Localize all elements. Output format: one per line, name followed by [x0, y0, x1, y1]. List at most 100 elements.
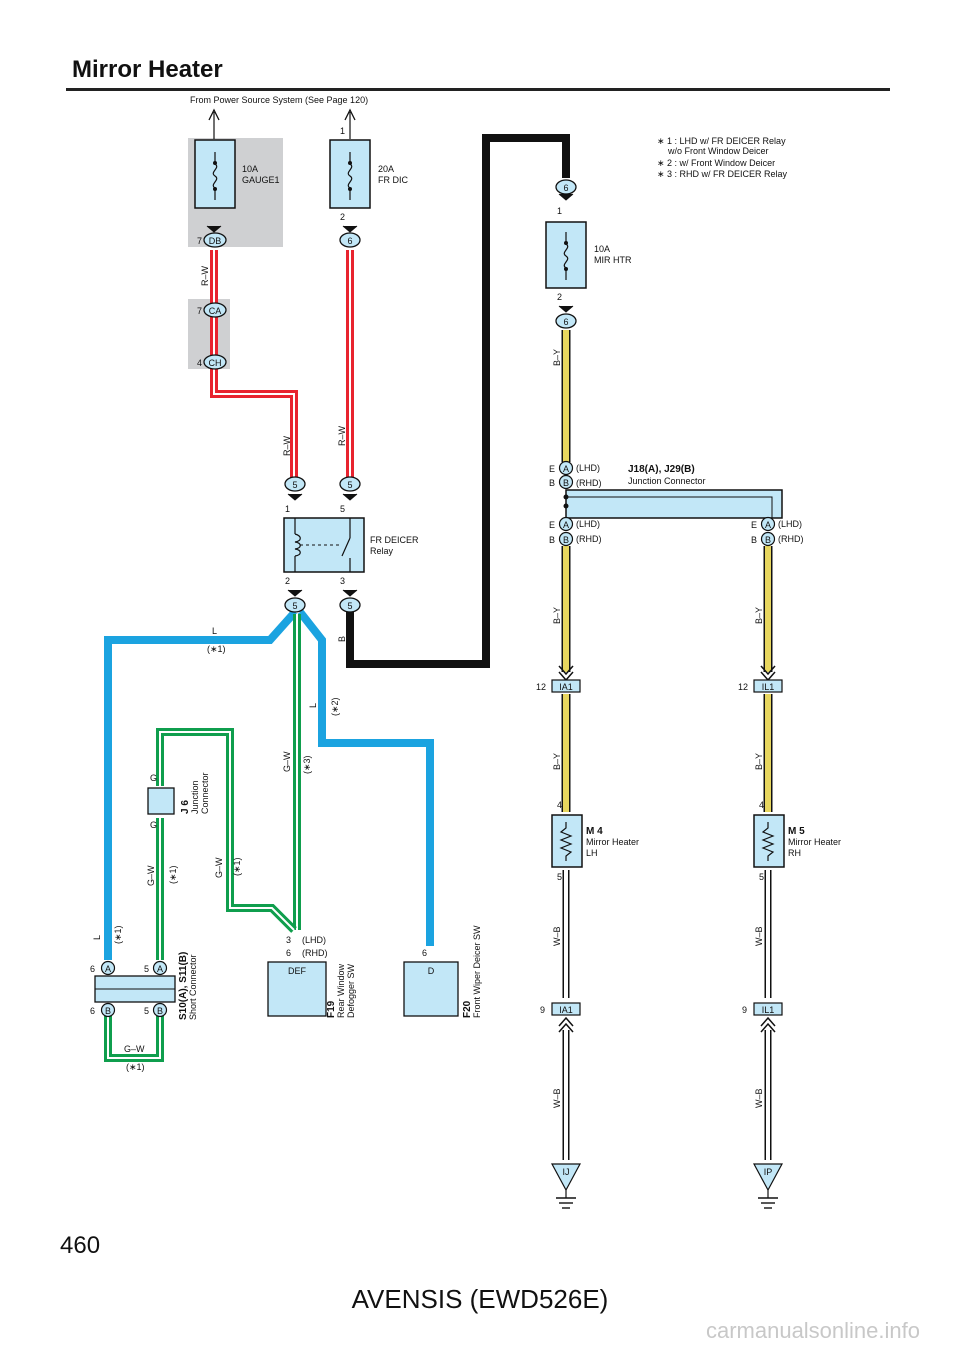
- variant-n2: (∗2): [330, 697, 340, 716]
- pin-ch-4: 4: [197, 358, 202, 368]
- s10-right-a: [152, 960, 168, 976]
- pin-m5-5: 5: [759, 872, 764, 882]
- wire-label-rw-2: R–W: [282, 435, 292, 456]
- wire-label-wb-1: W–B: [552, 926, 562, 946]
- s10-left-b: [100, 1002, 116, 1018]
- jc-left-pin-b: B: [549, 535, 555, 545]
- wire-label-gw-s10: G–W: [146, 865, 156, 886]
- f20-terminal: D: [428, 966, 435, 976]
- connector-ca-label: CA: [209, 306, 222, 316]
- connector-relay-top-right: [339, 476, 361, 501]
- junction-connector-code: J18(A), J29(B): [628, 464, 695, 475]
- fuse-frdic-amp: 20A: [378, 164, 394, 174]
- jc-top-pin-b: B: [549, 478, 555, 488]
- jc-right-b-label: B: [765, 535, 771, 545]
- fuse-gauge-name: GAUGE1: [242, 175, 280, 185]
- front-wiper-deicer-sw: [403, 961, 459, 1017]
- f19-lhd: (LHD): [302, 935, 326, 945]
- note-2: ∗ 2 : w/ Front Window Deicer: [657, 158, 775, 168]
- connector-relay-bottom-right-label: 5: [347, 601, 352, 611]
- pin-frdic-2: 2: [340, 212, 345, 222]
- s10-code: S10(A), S11(B): [178, 952, 189, 1020]
- s10-left-b-label: B: [105, 1006, 111, 1016]
- pin-m4-4: 4: [557, 800, 562, 810]
- connector-ia1-bottom-label: IA1: [559, 1005, 573, 1015]
- page-number: 460: [60, 1232, 101, 1259]
- wire-label-by-4: B–Y: [552, 753, 562, 770]
- j6-pin-g-bottom: G: [150, 820, 157, 830]
- variant-n1-left: (∗1): [113, 925, 123, 944]
- pin-mirhtr-1: 1: [557, 206, 562, 216]
- f20-code: F20: [462, 1000, 473, 1018]
- jc-left-a: [558, 516, 574, 532]
- connector-frdic-6: [339, 225, 361, 248]
- pin-mirhtr-2: 2: [557, 292, 562, 302]
- ground-ij-icon: [550, 1163, 582, 1209]
- wire-blue-l2: [296, 609, 434, 946]
- connector-ca: [203, 302, 227, 318]
- f20-pin-6: 6: [422, 948, 427, 958]
- connector-mir-6-bottom-label: 6: [563, 317, 568, 327]
- wire-label-l-right: L: [308, 703, 318, 708]
- s10-left-a: [100, 960, 116, 976]
- connector-relay-top-right-label: 5: [347, 480, 352, 490]
- power-source-text: From Power Source System (See Page 120): [190, 95, 368, 105]
- variant-n1-loop: (∗1): [126, 1062, 145, 1072]
- wire-label-gw-j6: G–W: [214, 857, 224, 878]
- jc-right-a: [760, 516, 776, 532]
- wire-label-gw-main: G–W: [282, 751, 292, 772]
- connector-ia1-top: [551, 665, 581, 693]
- ground-ip-icon: [752, 1163, 784, 1209]
- s10-right-b: [152, 1002, 168, 1018]
- pin-db-7: 7: [197, 236, 202, 246]
- rear-window-defogger-sw: [267, 961, 327, 1017]
- connector-ia1-top-label: IA1: [559, 682, 573, 692]
- wire-white-wb: [562, 870, 772, 1160]
- wire-green-gw-j6: [156, 728, 297, 933]
- m4-line2: LH: [586, 848, 598, 858]
- jc-top-b: [558, 474, 574, 490]
- s10-pin-5a: 5: [144, 964, 149, 974]
- junction-connector-j6: [147, 787, 175, 815]
- connector-relay-bottom-left-label: 5: [292, 601, 297, 611]
- junction-connector-block: [563, 489, 783, 519]
- pin-il1-12: 12: [738, 682, 748, 692]
- connector-mir-6-top: [555, 179, 577, 201]
- wire-label-by-3: B–Y: [754, 607, 764, 624]
- connector-il1-bottom: [753, 1002, 783, 1033]
- m4-line1: Mirror Heater: [586, 837, 639, 847]
- j6-pin-g-top: G: [150, 773, 157, 783]
- f19-line1: Rear Window: [336, 963, 346, 1018]
- connector-relay-top-left-label: 5: [292, 480, 297, 490]
- jc-left-pin-e: E: [549, 520, 555, 530]
- jc-left-rhd: (RHD): [576, 534, 602, 544]
- connector-db-label: DB: [209, 236, 222, 246]
- relay-label-1: FR DEICER: [370, 535, 419, 545]
- wire-label-rw-3: R–W: [337, 425, 347, 446]
- note-3: ∗ 3 : RHD w/ FR DEICER Relay: [657, 169, 788, 179]
- f19-rhd: (RHD): [302, 948, 328, 958]
- junction-connector-name: Junction Connector: [628, 476, 706, 486]
- f19-pin-3: 3: [286, 935, 291, 945]
- jc-right-pin-e: E: [751, 520, 757, 530]
- wire-label-l-top: L: [212, 626, 217, 636]
- wire-label-by-2: B–Y: [552, 607, 562, 624]
- jc-right-lhd: (LHD): [778, 519, 802, 529]
- watermark: carmanualsonline.info: [705, 1318, 920, 1343]
- variant-n3: (∗3): [302, 755, 312, 774]
- wire-label-wb-4: W–B: [754, 1088, 764, 1108]
- pin-frdic-1: 1: [340, 126, 345, 136]
- connector-db: [203, 225, 227, 248]
- jc-top-lhd: (LHD): [576, 463, 600, 473]
- fuse-mirhtr: [545, 221, 587, 289]
- jc-top-a: [558, 460, 574, 476]
- connector-relay-top-left: [284, 476, 306, 501]
- page-title: Mirror Heater: [72, 56, 223, 83]
- m4-code: M 4: [586, 826, 603, 837]
- f19-code: F19: [326, 1000, 337, 1018]
- wire-red-gauge: [210, 250, 298, 478]
- fuse-mirhtr-amp: 10A: [594, 244, 610, 254]
- wire-label-l-left: L: [92, 935, 102, 940]
- jc-right-a-label: A: [765, 520, 771, 530]
